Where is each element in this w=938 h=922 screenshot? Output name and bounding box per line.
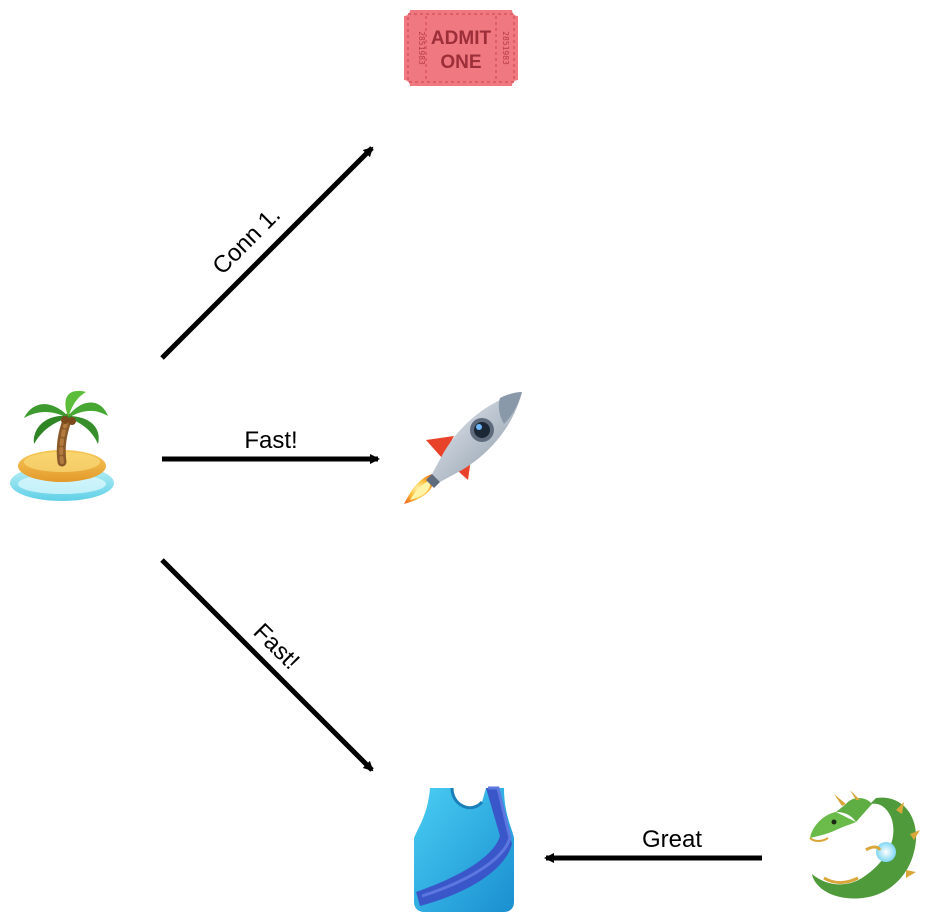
edge-island-to-vest: Fast! <box>160 558 374 772</box>
ticket-serial-right: 2851983 <box>501 31 510 65</box>
ticket-line-one: ONE <box>440 52 481 73</box>
ticket-serial-left: 2851983 <box>417 31 426 65</box>
edge-island-to-rocket: Fast! <box>162 427 380 464</box>
edge-island-to-ticket-label: Conn 1. <box>207 201 286 280</box>
admit-one-ticket-icon: 2851983 2851983 ADMIT ONE <box>404 10 518 86</box>
rocket-icon <box>404 392 522 504</box>
edge-island-to-vest-line <box>160 558 374 772</box>
edge-dragon-to-vest-label: Great <box>642 826 702 853</box>
desert-island-icon <box>10 390 114 501</box>
edge-island-to-ticket: Conn 1. <box>160 146 374 360</box>
running-shirt-icon <box>414 786 514 912</box>
edge-island-to-ticket-line <box>160 146 374 360</box>
edge-island-to-vest-label: Fast! <box>248 618 305 675</box>
edge-island-to-rocket-label: Fast! <box>244 427 297 454</box>
ticket-line-admit: ADMIT <box>431 28 492 49</box>
edge-dragon-to-vest: Great <box>544 826 762 863</box>
dragon-icon <box>809 790 920 899</box>
